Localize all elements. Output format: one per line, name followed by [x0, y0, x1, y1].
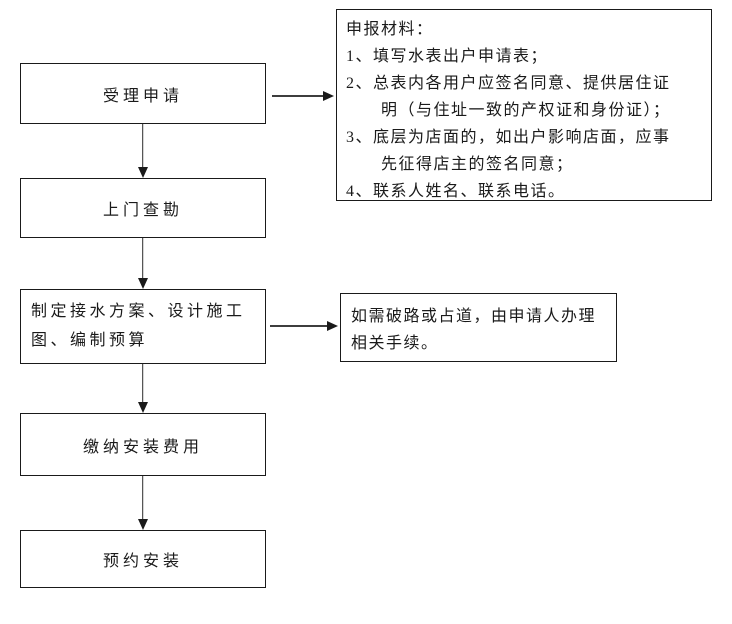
step-label-plan-design-budget: 制定接水方案、设计施工 图、编制预算 — [31, 303, 246, 349]
arrow-down-survey-to-plan — [136, 238, 149, 289]
materials-item-2: 2、总表内各用户应签名同意、提供居住证 明（与住址一致的产权证和身份证）； — [346, 75, 671, 119]
arrow-head-icon — [323, 90, 334, 101]
step-box-plan-design-budget: 制定接水方案、设计施工 图、编制预算 — [20, 289, 266, 364]
arrow-down-accept-to-survey — [136, 124, 149, 178]
arrow-down-plan-to-pay — [136, 364, 149, 413]
step-box-accept-application: 受理申请 — [20, 63, 266, 124]
arrow-right-to-materials — [272, 89, 334, 102]
step-box-pay-installation-fee: 缴纳安装费用 — [20, 413, 266, 476]
step-box-site-survey: 上门查勘 — [20, 178, 266, 238]
step-label-site-survey: 上门查勘 — [102, 202, 183, 219]
step-label-accept-application: 受理申请 — [102, 87, 183, 105]
arrow-shaft — [272, 94, 325, 97]
arrow-shaft — [141, 124, 144, 169]
arrow-shaft — [270, 324, 329, 327]
road-permit-text: 如需破路或占道，由申请人办理 相关手续。 — [351, 308, 597, 352]
materials-title: 申报材料： — [346, 21, 434, 38]
arrow-head-icon — [137, 278, 148, 289]
step-box-book-installation: 预约安装 — [20, 530, 266, 588]
arrow-head-icon — [137, 402, 148, 413]
arrow-shaft — [141, 238, 144, 280]
note-box-application-materials: 申报材料： 1、填写水表出户申请表； 2、总表内各用户应签名同意、提供居住证 明… — [336, 9, 712, 201]
arrow-head-icon — [137, 519, 148, 530]
step-label-book-installation: 预约安装 — [102, 553, 183, 570]
materials-item-1: 1、填写水表出户申请表； — [346, 48, 549, 65]
step-label-pay-installation-fee: 缴纳安装费用 — [82, 438, 203, 456]
materials-item-4: 4、联系人姓名、联系电话。 — [346, 183, 566, 200]
arrow-shaft — [141, 476, 144, 521]
materials-item-3: 3、底层为店面的，如出户影响店面，应事 先征得店主的签名同意； — [346, 129, 671, 173]
note-box-road-permit: 如需破路或占道，由申请人办理 相关手续。 — [340, 293, 617, 362]
arrow-right-to-road-note — [270, 319, 338, 332]
arrow-down-pay-to-book — [136, 476, 149, 530]
arrow-head-icon — [327, 320, 338, 331]
arrow-shaft — [141, 364, 144, 404]
arrow-head-icon — [137, 167, 148, 178]
